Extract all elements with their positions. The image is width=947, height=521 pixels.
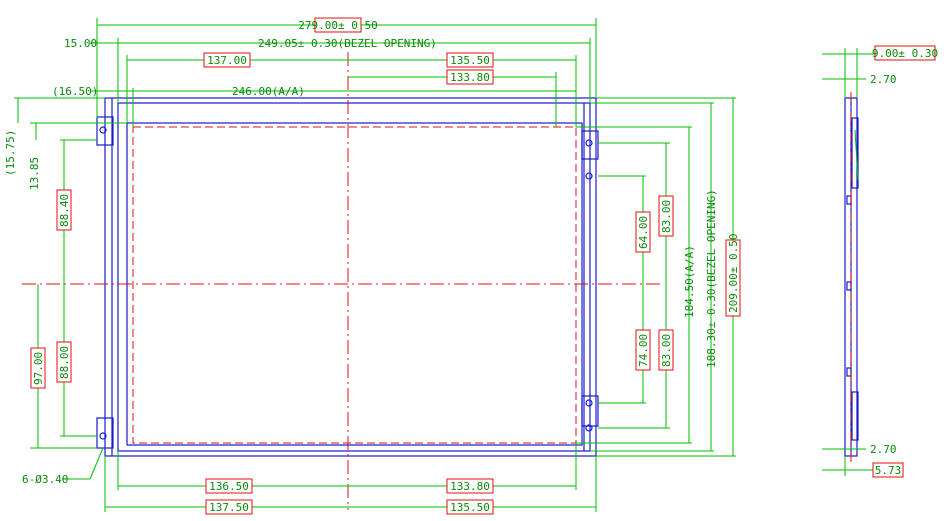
dim-offset-16-50: (16.50) <box>52 85 98 98</box>
dim-bottom-137-50: 137.50 <box>209 501 249 514</box>
mounting-tab-tl <box>96 116 114 146</box>
side-bot-2-70: 2.70 <box>870 443 897 456</box>
mounting-tab-br <box>581 395 599 432</box>
dim-right-83-00-bot: 83.00 <box>660 334 673 367</box>
dim-bottom-135-50: 135.50 <box>450 501 490 514</box>
dim-left-88-00: 88.00 <box>58 346 71 379</box>
dim-right-133-top: 133.80 <box>450 71 490 84</box>
dim-left-137: 137.00 <box>207 54 247 67</box>
dim-offset-13-85: 13.85 <box>28 157 41 190</box>
dim-bezel-opening-height: 188.30± 0.30(BEZEL OPENING) <box>705 189 718 368</box>
dim-offset-15-75: (15.75) <box>4 130 17 176</box>
dim-bezel-opening-width: 249.05± 0.30(BEZEL OPENING) <box>258 37 437 50</box>
dim-overall-height: 209.00± 0.50 <box>727 234 740 313</box>
panel-outline <box>104 97 597 457</box>
side-view: 9.00± 0.30 2.70 2.70 5.73 <box>822 45 938 478</box>
bezel-opening <box>117 102 591 452</box>
left-dimensions: (15.75) 13.85 88.40 88.00 97.00 6-Ø3.40 <box>4 97 127 486</box>
dim-left-offset-15: 15.00 <box>64 37 97 50</box>
front-view <box>22 52 660 510</box>
dim-right-135-top: 135.50 <box>450 54 490 67</box>
dim-right-64-00: 64.00 <box>637 216 650 249</box>
mounting-tab-tr <box>581 130 599 180</box>
active-area <box>132 126 577 444</box>
mounting-tab-bl <box>96 417 114 449</box>
dim-right-83-00-top: 83.00 <box>660 200 673 233</box>
top-dimensions: 279.00± 0.50 15.00 249.05± 0.30(BEZEL OP… <box>52 17 597 127</box>
side-top-2-70: 2.70 <box>870 73 897 86</box>
dim-left-88-40: 88.40 <box>58 194 71 227</box>
bottom-dimensions: 136.50 133.80 137.50 135.50 <box>104 443 597 515</box>
dim-bottom-136-50: 136.50 <box>209 480 249 493</box>
dim-left-97-00: 97.00 <box>32 352 45 385</box>
dim-right-74-00: 74.00 <box>637 334 650 367</box>
side-bot-5-73: 5.73 <box>875 464 902 477</box>
side-thickness: 9.00± 0.30 <box>872 47 938 60</box>
dim-aa-height: 184.50(A/A) <box>683 245 696 318</box>
dim-bottom-133-80: 133.80 <box>450 480 490 493</box>
dim-overall-width: 279.00± 0.50 <box>298 19 377 32</box>
dim-aa-width: 246.00(A/A) <box>232 85 305 98</box>
right-dimensions: 64.00 83.00 74.00 83.00 184.50(A/A) 188.… <box>576 97 741 457</box>
dim-holes: 6-Ø3.40 <box>22 473 68 486</box>
